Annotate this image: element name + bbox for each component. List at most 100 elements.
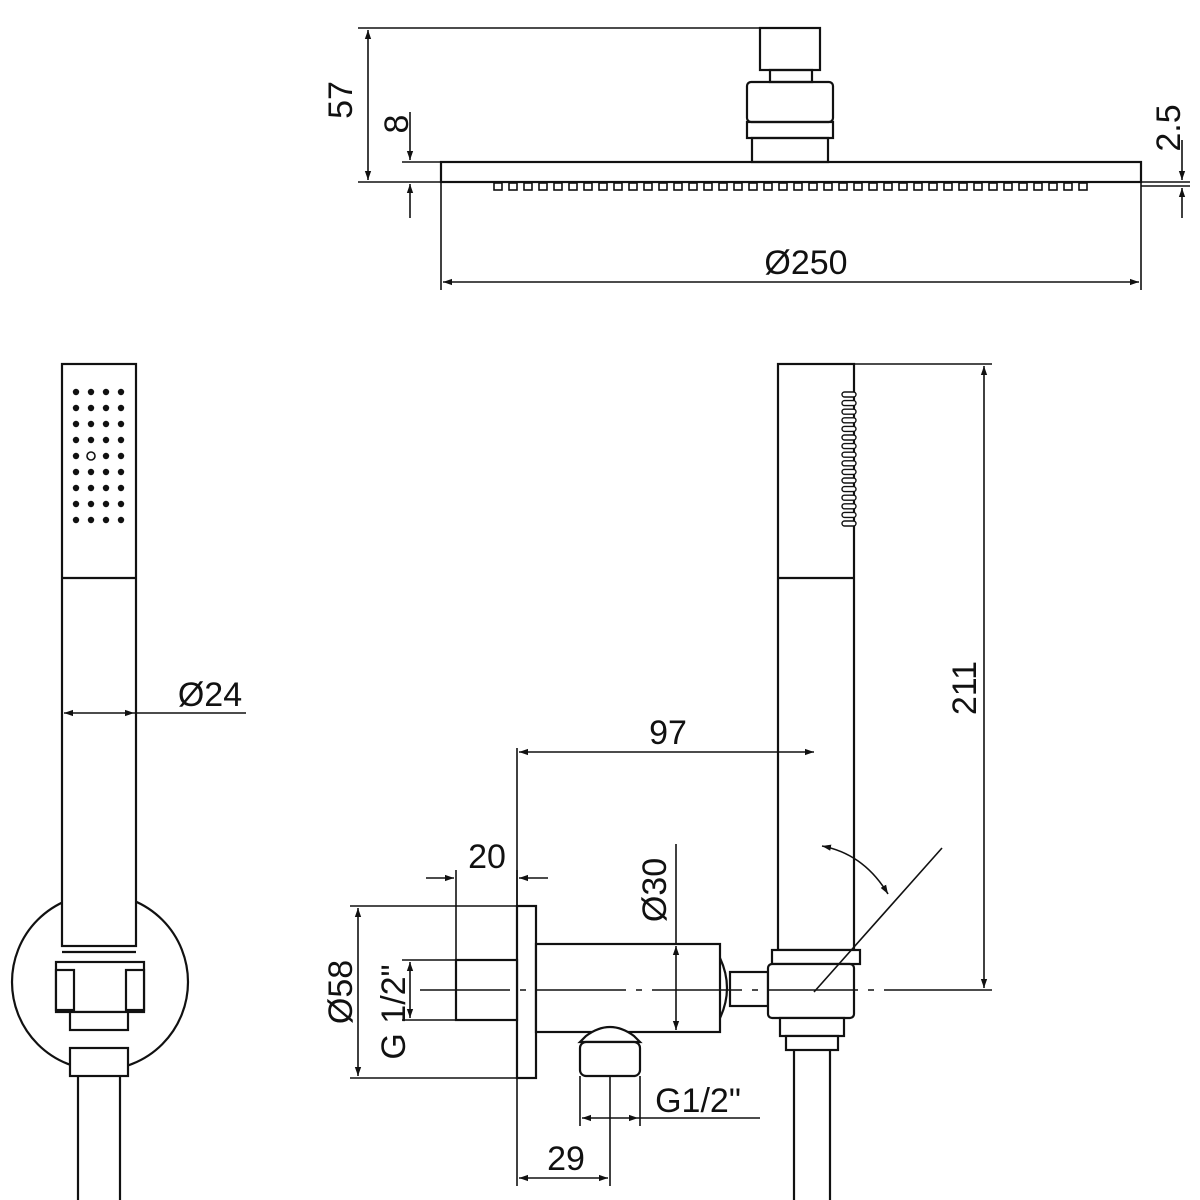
joint-band xyxy=(745,120,835,140)
plate-nozzle xyxy=(823,182,833,191)
plate-nozzle xyxy=(658,182,668,191)
plate-nozzle xyxy=(673,182,683,191)
front-nozzle xyxy=(87,500,95,508)
front-nozzle xyxy=(87,516,95,524)
front-nozzle xyxy=(117,388,125,396)
front-nozzle xyxy=(102,500,110,508)
plate-nozzle xyxy=(643,182,653,191)
plate-nozzle xyxy=(568,182,578,191)
front-nozzle xyxy=(72,468,80,476)
front-nozzle xyxy=(72,420,80,428)
front-nozzle xyxy=(87,388,95,396)
front-nozzle xyxy=(117,452,125,460)
holder-collar xyxy=(778,1016,846,1038)
plate-nozzle xyxy=(628,182,638,191)
side-nozzle xyxy=(841,442,857,450)
front-nozzle xyxy=(117,404,125,412)
plate-nozzle xyxy=(1048,182,1058,191)
plate-nozzle xyxy=(523,182,533,191)
front-nozzle xyxy=(102,436,110,444)
plate-nozzle xyxy=(493,182,503,191)
plate-nozzle xyxy=(853,182,863,191)
dim-20-label: 20 xyxy=(468,838,506,876)
front-nozzle xyxy=(102,516,110,524)
shower-head-view: 57 8 2.5 Ø250 xyxy=(322,26,1190,290)
front-nozzle-center xyxy=(86,451,96,461)
hand-shower-side-view: 211 97 20 Ø30 Ø58 G 1/2" G1/2" xyxy=(322,362,992,1200)
swivel-joint xyxy=(745,80,835,124)
dim-211-label: 211 xyxy=(946,661,984,715)
plate-nozzle xyxy=(913,182,923,191)
plate-nozzle xyxy=(1003,182,1013,191)
shower-plate xyxy=(439,160,1143,184)
front-nozzle xyxy=(102,468,110,476)
arm-ring xyxy=(768,68,814,84)
side-nozzle xyxy=(841,494,857,501)
hand-shower-front-view: Ø24 xyxy=(10,362,246,1200)
front-nozzle xyxy=(102,404,110,412)
tilt-arrow xyxy=(821,844,889,895)
plate-nozzles xyxy=(493,182,1088,191)
plate-nozzle xyxy=(883,182,893,191)
plate-nozzle xyxy=(508,182,518,191)
bottom-outlet xyxy=(578,1040,642,1078)
front-nozzle xyxy=(72,436,80,444)
wall-flange xyxy=(515,904,538,1080)
dim-30-label: Ø30 xyxy=(636,858,674,922)
front-nozzle xyxy=(117,484,125,492)
front-nozzle xyxy=(102,484,110,492)
front-nozzle xyxy=(72,484,80,492)
holder-neck xyxy=(68,1010,130,1032)
side-nozzle xyxy=(841,399,857,407)
plate-nozzle xyxy=(778,182,788,191)
dim-2-5-label: 2.5 xyxy=(1150,104,1188,151)
dim-250-label: Ø250 xyxy=(764,244,847,282)
holder-head xyxy=(766,962,856,1020)
front-nozzle xyxy=(87,484,95,492)
side-nozzle xyxy=(841,477,857,484)
side-nozzle-column xyxy=(841,391,857,527)
plate-nozzle xyxy=(793,182,803,191)
front-nozzle xyxy=(117,516,125,524)
plate-nozzle xyxy=(973,182,983,191)
plate-nozzle xyxy=(943,182,953,191)
front-nozzle xyxy=(72,500,80,508)
plate-nozzle xyxy=(688,182,698,191)
dim-g12-bottom-label: G1/2" xyxy=(655,1082,741,1120)
dim-g12-left-label: G 1/2" xyxy=(375,964,413,1059)
front-nozzle xyxy=(117,500,125,508)
plate-nozzle xyxy=(538,182,548,191)
side-nozzle xyxy=(841,408,857,415)
plate-nozzle xyxy=(1018,182,1028,191)
plate-nozzle xyxy=(1063,182,1073,191)
shower-arm xyxy=(758,26,822,72)
holder-clip-right xyxy=(124,968,146,1012)
plate-nozzle xyxy=(1078,182,1088,191)
front-nozzle xyxy=(102,388,110,396)
hand-shower-body xyxy=(60,362,138,948)
plate-nozzle xyxy=(898,182,908,191)
plate-nozzle xyxy=(763,182,773,191)
plate-nozzle xyxy=(808,182,818,191)
front-nozzle xyxy=(102,420,110,428)
front-nozzle xyxy=(72,516,80,524)
front-nozzle xyxy=(72,404,80,412)
dim-24-label: Ø24 xyxy=(178,676,242,714)
plate-nozzle xyxy=(838,182,848,191)
side-nozzle xyxy=(841,468,857,476)
outlet-body xyxy=(534,942,722,1034)
front-nozzle xyxy=(87,436,95,444)
dim-58-label: Ø58 xyxy=(322,960,360,1024)
front-nozzle xyxy=(117,420,125,428)
front-nozzle xyxy=(102,452,110,460)
plate-nozzle xyxy=(958,182,968,191)
dim-97-label: 97 xyxy=(649,714,687,752)
side-nozzle xyxy=(841,503,857,510)
shower-neck xyxy=(770,948,862,966)
side-nozzle xyxy=(841,417,857,424)
holder-clip-left xyxy=(54,968,76,1012)
plate-nozzle xyxy=(613,182,623,191)
body-cap xyxy=(719,957,729,1019)
tilt-line xyxy=(813,847,943,993)
